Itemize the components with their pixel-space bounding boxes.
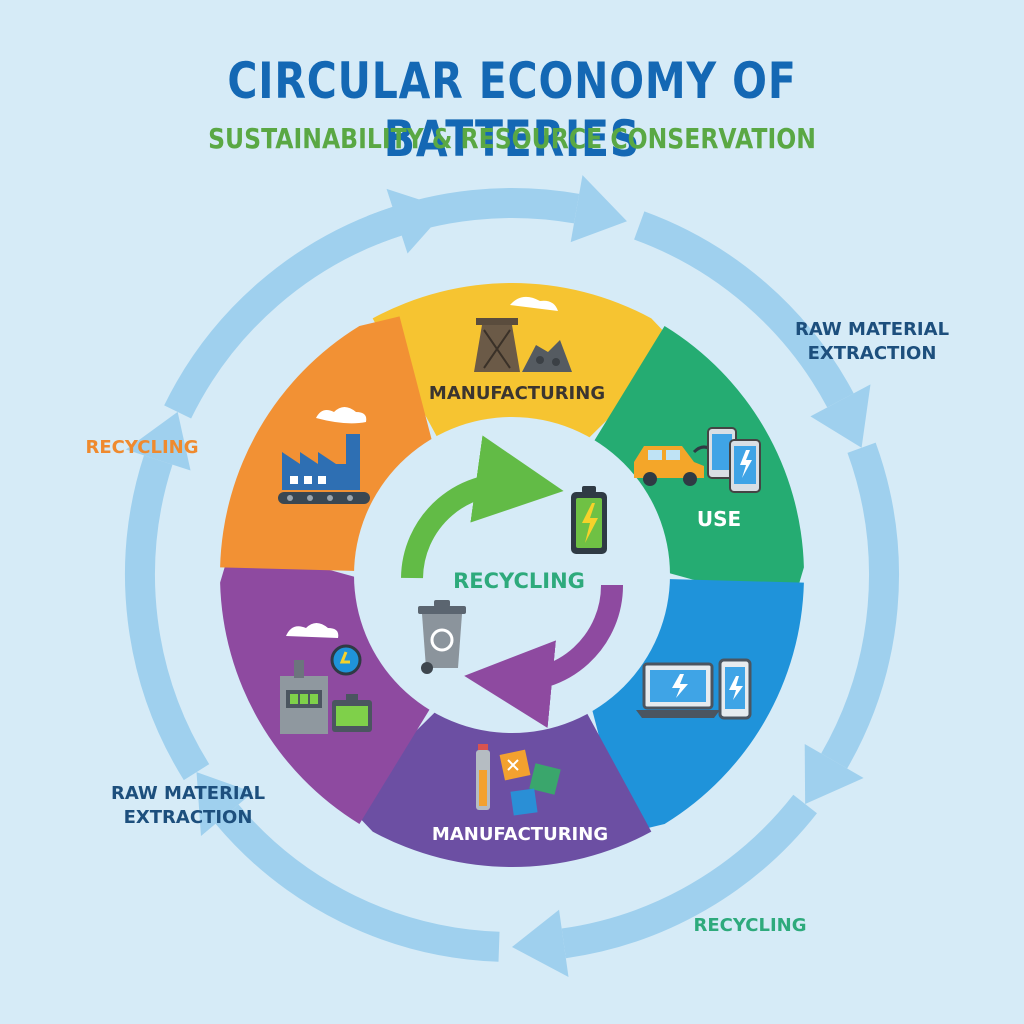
center-purple-arrow <box>464 584 624 728</box>
segment-6 <box>220 316 434 572</box>
outer-arrow-6 <box>125 455 210 781</box>
power-plant-icon <box>280 623 372 734</box>
center-recycling-label: RECYCLING <box>453 569 585 593</box>
laptop-and-tablet-icon <box>636 658 752 720</box>
battery-cells-icon <box>476 744 561 816</box>
segment-4 <box>344 706 652 868</box>
outer-label-recycling-left: RECYCLING <box>85 437 199 458</box>
outer-arrowhead-1 <box>570 175 627 243</box>
battery-icon <box>571 486 607 554</box>
outer-arrow-ring <box>125 175 899 978</box>
outer-arrowhead-2 <box>810 384 871 448</box>
outer-arrow-7 <box>164 206 402 419</box>
segment-label-manufacturing-bottom: MANUFACTURING <box>432 824 608 845</box>
outer-label-raw-material-left: RAW MATERIAL EXTRACTION <box>110 783 266 828</box>
segment-label-manufacturing-top: MANUFACTURING <box>429 383 605 404</box>
outer-arrowhead-4 <box>512 909 569 978</box>
outer-arrowhead-5 <box>196 772 254 836</box>
outer-arrow-5 <box>215 804 500 962</box>
factory-icon <box>278 407 370 504</box>
outer-arrow-4 <box>561 794 817 959</box>
page-subtitle: SUSTAINABILITY & RESOURCE CONSERVATION <box>208 122 816 155</box>
outer-arrowhead-6 <box>125 411 191 471</box>
segment-label-use: USE <box>697 507 741 531</box>
outer-label-recycling-bottom: RECYCLING <box>693 915 807 936</box>
outer-arrow-3 <box>821 442 899 769</box>
outer-arrowhead-7 <box>386 188 448 254</box>
segment-1 <box>372 282 680 444</box>
center-green-arrow <box>401 435 564 579</box>
outer-arrowhead-3 <box>804 744 864 805</box>
outer-arrow-2 <box>634 211 854 408</box>
page-title: CIRCULAR ECONOMY OF BATTERIES <box>227 52 797 168</box>
recycle-bin-icon <box>418 600 466 674</box>
car-and-phones-icon <box>634 427 761 493</box>
mining-tower-icon <box>474 296 572 372</box>
outer-label-raw-material-right: RAW MATERIAL EXTRACTION <box>794 319 950 364</box>
